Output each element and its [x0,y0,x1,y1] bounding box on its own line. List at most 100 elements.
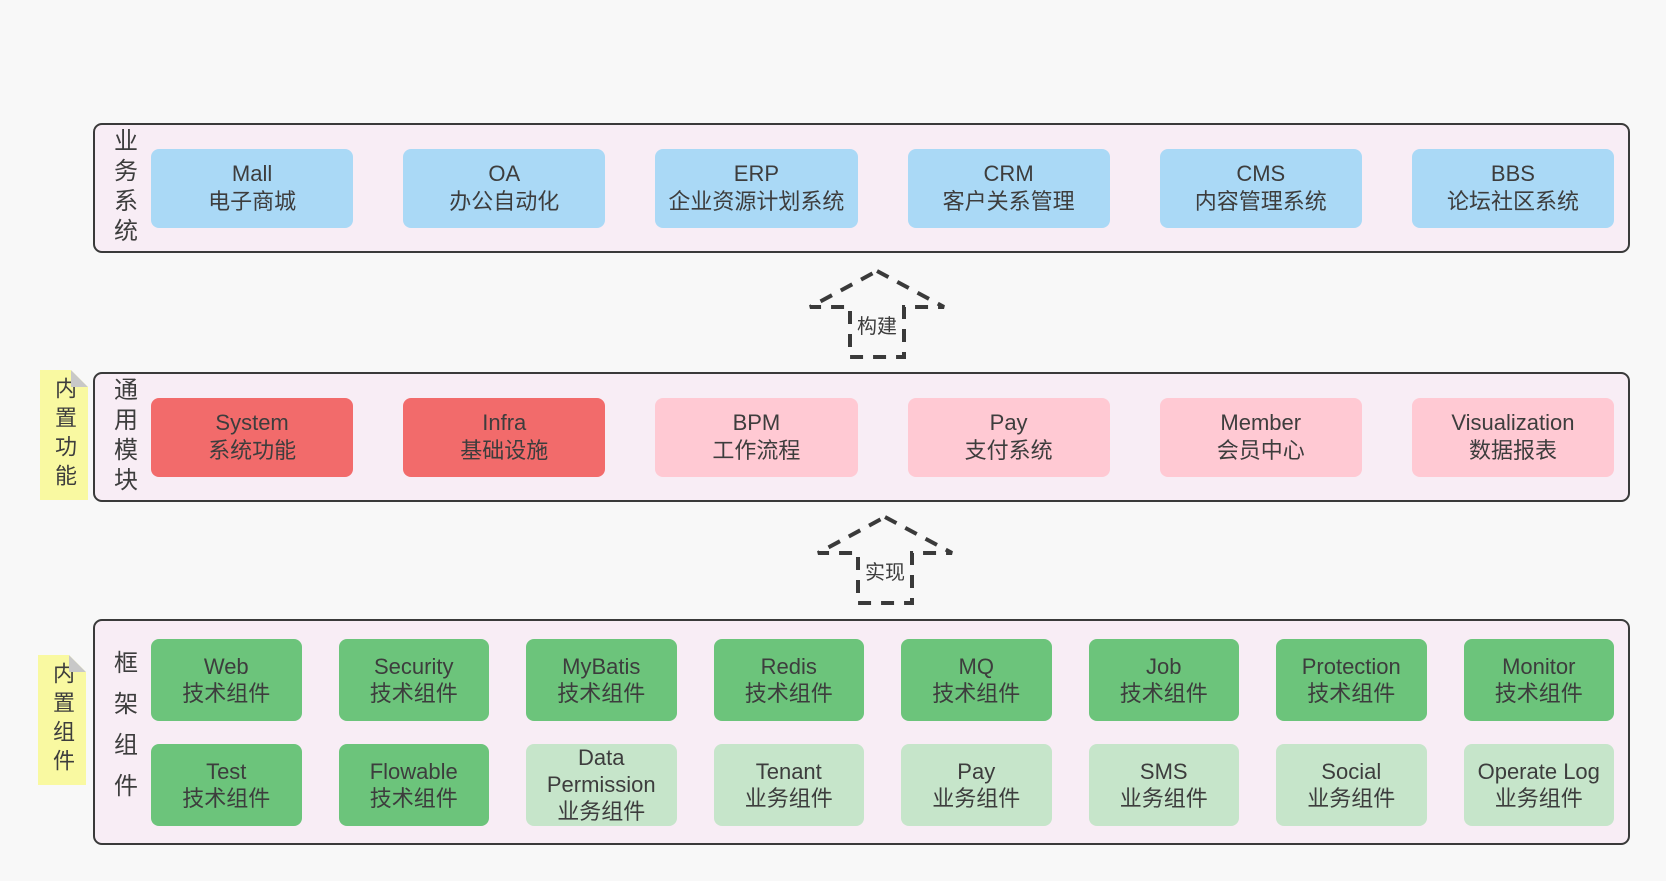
arrow-build-label: 构建 [857,316,897,338]
box-pay: Pay 支付系统 [907,397,1110,477]
box-subtitle: 论坛社区系统 [1446,189,1579,214]
box-subtitle: 业务组件 [557,799,646,824]
box-bpm: BPM 工作流程 [655,397,858,477]
box-title: Data Permission [546,745,656,797]
box-subtitle: 内容管理系统 [1194,189,1327,214]
note-fold-icon [71,370,88,387]
box-crm: CRM 客户关系管理 [907,148,1110,228]
box-title: Test [206,758,247,784]
box-subtitle: 技术组件 [1494,680,1583,706]
box-subtitle: 业务组件 [1494,785,1583,811]
arrow-implement-label: 实现 [865,562,905,584]
box-title: Pay [989,410,1028,435]
box-subtitle: 技术组件 [369,785,458,811]
layer-label-column: 通用模块 [95,374,151,500]
arrow-implement: 实现 [815,514,955,606]
box-title: MyBatis [562,653,641,679]
box-mall: Mall 电子商城 [151,148,354,228]
box-subtitle: 技术组件 [557,680,646,706]
layer-framework-components-label: 框架组件 [109,650,137,814]
box-title: Security [374,653,454,679]
sticky-note-builtin-features-text: 内置功能 [52,377,77,493]
layer-label-column: 框架组件 [95,621,151,843]
box-subtitle: 企业资源计划系统 [668,189,845,214]
layer-label-column: 业务系统 [95,125,151,251]
box-title: MQ [958,653,994,679]
box-subtitle: 数据报表 [1468,438,1557,463]
box-subtitle: 工作流程 [712,438,801,463]
box-title: CRM [983,161,1034,186]
box-title: SMS [1139,758,1188,784]
box-title: Job [1146,653,1182,679]
box-title: Social [1321,758,1382,784]
arrow-build: 构建 [807,268,947,360]
sticky-note-builtin-components: 内置组件 [38,655,86,785]
box-subtitle: 技术组件 [182,785,271,811]
sticky-note-builtin-components-text: 内置组件 [50,662,75,778]
box-title: Web [203,653,249,679]
box-erp: ERP 企业资源计划系统 [655,148,858,228]
box-title: Redis [760,653,817,679]
box-subtitle: 办公自动化 [449,189,560,214]
sticky-note-builtin-features: 内置功能 [40,370,88,500]
box-subtitle: 客户关系管理 [942,189,1075,214]
box-subtitle: 业务组件 [744,785,833,811]
box-subtitle: 技术组件 [182,680,271,706]
box-title: Protection [1301,653,1401,679]
box-title: Mall [231,161,273,186]
box-subtitle: 业务组件 [1307,785,1396,811]
arrow-up-dashed-icon [809,268,945,359]
box-title: Operate Log [1477,758,1600,784]
box-title: CMS [1236,161,1286,186]
box-subtitle: 会员中心 [1216,438,1305,463]
arrow-up-dashed-icon [817,514,953,605]
box-title: ERP [733,161,780,186]
box-subtitle: 支付系统 [964,438,1053,463]
note-fold-icon [69,655,86,672]
box-title: System [215,410,289,435]
box-subtitle: 业务组件 [1119,785,1208,811]
box-title: BPM [732,410,781,435]
box-visualization: Visualization 数据报表 [1411,397,1615,477]
box-title: BBS [1490,161,1535,186]
box-cms: CMS 内容管理系统 [1159,148,1362,228]
box-title: Flowable [369,758,458,784]
box-subtitle: 基础设施 [460,438,549,463]
box-subtitle: 技术组件 [1119,680,1208,706]
box-title: Member [1220,410,1302,435]
box-title: Tenant [755,758,822,784]
box-subtitle: 系统功能 [208,438,297,463]
layer-common-modules-label: 通用模块 [109,377,137,497]
box-subtitle: 电子商城 [208,189,297,214]
box-title: Visualization [1451,410,1575,435]
box-subtitle: 业务组件 [932,785,1021,811]
box-subtitle: 技术组件 [369,680,458,706]
box-subtitle: 技术组件 [744,680,833,706]
box-title: Monitor [1502,653,1576,679]
box-member: Member 会员中心 [1159,397,1362,477]
